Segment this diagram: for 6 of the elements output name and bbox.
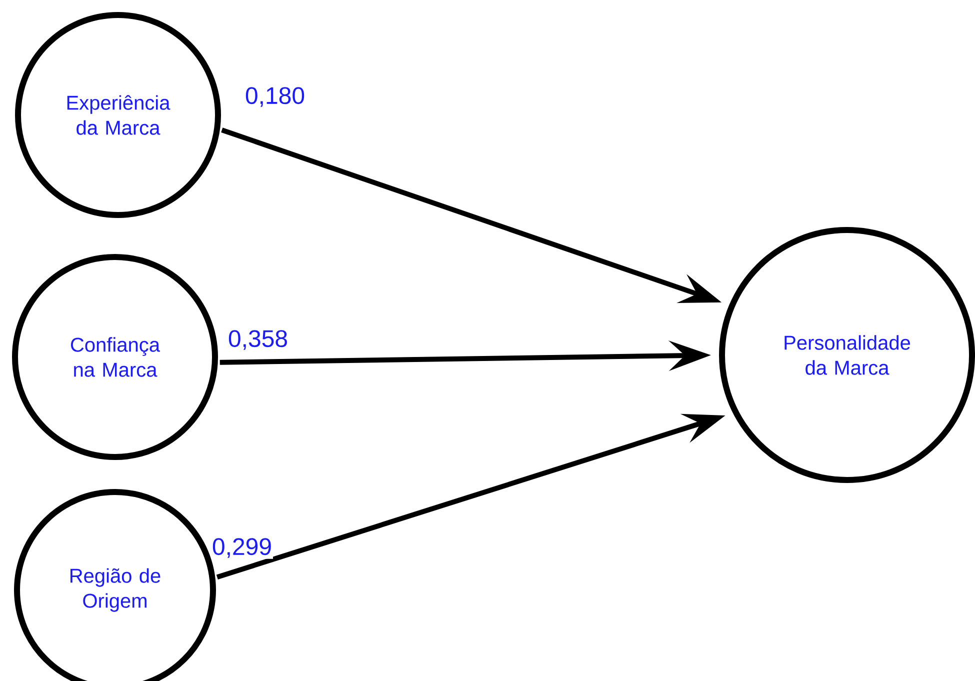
circle-node: Experiência da Marca xyxy=(15,12,221,218)
circle-node: Confiança na Marca xyxy=(12,254,218,460)
circle-node: Personalidade da Marca xyxy=(719,227,975,483)
edge-label: 0,180 xyxy=(244,86,306,108)
edge-label: 0,299 xyxy=(210,537,274,559)
edge-label: 0,358 xyxy=(226,329,290,351)
